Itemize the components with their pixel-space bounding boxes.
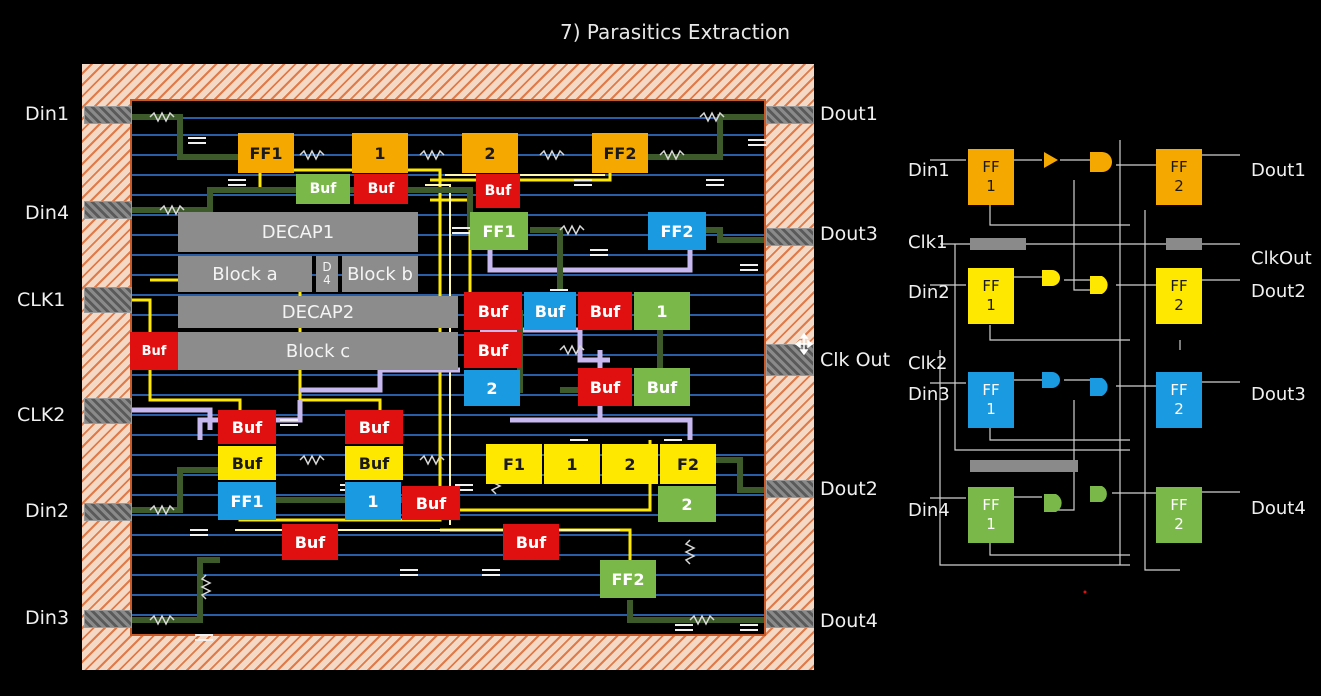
sch-ff2-blue: FF 2 <box>1156 372 1202 428</box>
cell-buf-red-8: Buf <box>218 410 276 444</box>
sch-label-clkout: ClkOut <box>1251 248 1312 269</box>
pin-label-clk1: CLK1 <box>17 289 66 311</box>
cell-ff1-green: FF1 <box>470 212 528 250</box>
pad-clk1 <box>84 287 132 313</box>
pin-label-din2: Din2 <box>25 500 70 522</box>
sch-ff-index: 1 <box>986 296 996 314</box>
pad-dout1 <box>766 106 814 124</box>
sch-ff-label: FF <box>1170 496 1188 514</box>
cell-buf-red-3: Buf <box>130 332 178 370</box>
cell-buf-red-4: Buf <box>464 292 522 330</box>
cell-2-green: 2 <box>658 486 716 522</box>
block-d4: D 4 <box>316 256 338 292</box>
sch-label-din2: Din2 <box>908 282 950 303</box>
cell-ff1-orange: FF1 <box>238 133 294 173</box>
sch-ff-label: FF <box>1170 158 1188 176</box>
pin-label-din1: Din1 <box>25 103 70 125</box>
block-decap1: DECAP1 <box>178 212 418 252</box>
cell-f2-yellow: F2 <box>660 444 716 484</box>
cell-buf-yellow-1: Buf <box>218 446 276 480</box>
block-a: Block a <box>178 256 312 292</box>
cell-2-blue: 2 <box>464 370 520 406</box>
cell-buf-red-10: Buf <box>402 486 460 520</box>
sch-label-dout1: Dout1 <box>1251 160 1306 181</box>
cell-ff2-orange: FF2 <box>592 133 648 173</box>
sch-ff-label: FF <box>982 381 1000 399</box>
sch-label-din4: Din4 <box>908 500 950 521</box>
cell-buf-green-2: Buf <box>634 368 690 406</box>
pin-label-din3: Din3 <box>25 607 70 629</box>
cell-buf-red-1: Buf <box>354 174 408 204</box>
sch-ff1-orange: FF 1 <box>968 149 1014 205</box>
cell-f1-yellow: F1 <box>486 444 542 484</box>
sch-label-dout4: Dout4 <box>1251 498 1306 519</box>
pad-clk2 <box>84 398 132 424</box>
cell-buf-blue: Buf <box>524 292 576 330</box>
cell-1-blue: 1 <box>345 482 401 520</box>
cell-buf-red-12: Buf <box>503 524 559 560</box>
cell-ff1-blue: FF1 <box>218 482 276 520</box>
block-c: Block c <box>178 332 458 370</box>
sch-ff2-yellow: FF 2 <box>1156 268 1202 324</box>
cell-1-orange: 1 <box>352 133 408 173</box>
sch-ff2-orange: FF 2 <box>1156 149 1202 205</box>
pad-din3 <box>84 610 132 628</box>
sch-label-din1: Din1 <box>908 160 950 181</box>
block-decap2: DECAP2 <box>178 296 458 328</box>
sch-label-clk2: Clk2 <box>908 353 948 374</box>
cell-1-yellow: 1 <box>544 444 600 484</box>
sch-ff-index: 2 <box>1174 177 1184 195</box>
sch-ff1-green: FF 1 <box>968 487 1014 543</box>
cell-ff2-blue: FF2 <box>648 212 706 250</box>
sch-ff1-yellow: FF 1 <box>968 268 1014 324</box>
sch-label-dout3: Dout3 <box>1251 384 1306 405</box>
cell-buf-red-6: Buf <box>464 332 522 368</box>
sch-label-dout2: Dout2 <box>1251 281 1306 302</box>
cell-buf-red-2: Buf <box>476 174 520 208</box>
sch-ff-label: FF <box>1170 277 1188 295</box>
cell-buf-red-7: Buf <box>578 368 632 406</box>
sch-label-clk1: Clk1 <box>908 232 948 253</box>
sch-ff-label: FF <box>1170 381 1188 399</box>
sch-ff-label: FF <box>982 277 1000 295</box>
pad-dout3 <box>766 228 814 246</box>
sch-ff-index: 2 <box>1174 515 1184 533</box>
cell-buf-red-5: Buf <box>578 292 632 330</box>
pad-din4 <box>84 201 132 219</box>
cell-buf-red-9: Buf <box>345 410 403 444</box>
block-b: Block b <box>342 256 418 292</box>
cell-2-yellow: 2 <box>602 444 658 484</box>
cell-buf-yellow-2: Buf <box>345 446 403 480</box>
sch-ff-index: 1 <box>986 400 996 418</box>
pad-din1 <box>84 106 132 124</box>
sch-ff1-blue: FF 1 <box>968 372 1014 428</box>
sch-ff-index: 1 <box>986 515 996 533</box>
slide-title: 7) Parasitics Extraction <box>560 20 791 44</box>
cell-buf-green-1: Buf <box>296 174 350 204</box>
sch-ff-index: 1 <box>986 177 996 195</box>
pin-label-dout3: Dout3 <box>820 223 878 245</box>
pad-dout2 <box>766 480 814 498</box>
sch-ff2-green: FF 2 <box>1156 487 1202 543</box>
pin-label-din4: Din4 <box>25 202 70 224</box>
sch-ff-label: FF <box>982 158 1000 176</box>
pad-dout4 <box>766 610 814 628</box>
pin-label-dout1: Dout1 <box>820 103 878 125</box>
cell-2-orange: 2 <box>462 133 518 173</box>
sch-label-din3: Din3 <box>908 384 950 405</box>
sch-ff-index: 2 <box>1174 400 1184 418</box>
sch-ff-index: 2 <box>1174 296 1184 314</box>
pin-label-dout4: Dout4 <box>820 610 878 632</box>
pin-label-clk2: CLK2 <box>17 404 66 426</box>
sch-ff-label: FF <box>982 496 1000 514</box>
pad-din2 <box>84 503 132 521</box>
cell-buf-red-11: Buf <box>282 524 338 560</box>
cell-1-green: 1 <box>634 292 690 330</box>
cell-ff2-green: FF2 <box>600 560 656 598</box>
pin-label-dout2: Dout2 <box>820 478 878 500</box>
pin-label-clkout: Clk Out <box>820 349 891 371</box>
